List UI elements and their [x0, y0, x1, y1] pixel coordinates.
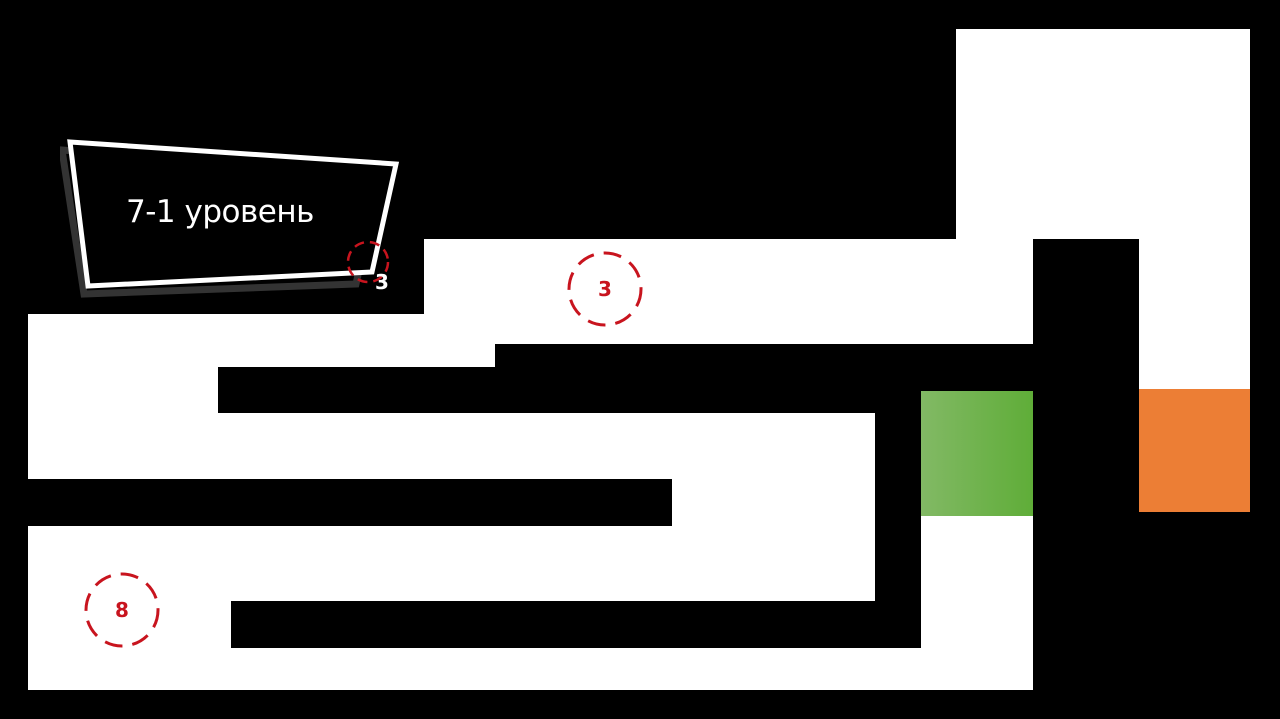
- marker-bottom-left[interactable]: 8: [84, 572, 160, 648]
- goal-tile-orange[interactable]: [1139, 389, 1250, 512]
- marker-top-label: 3: [598, 277, 612, 301]
- maze-corridor-bottom-right: [921, 516, 1033, 690]
- maze-corridor-left-upper: [28, 314, 218, 479]
- maze-corridor-upper: [424, 239, 1033, 344]
- maze-corridor-bottom: [28, 648, 1033, 690]
- badge-marker-label: 3: [375, 270, 389, 294]
- marker-bottom-left-label: 8: [115, 598, 129, 622]
- marker-top[interactable]: 3: [567, 251, 643, 327]
- badge-marker[interactable]: 3: [346, 240, 392, 294]
- maze-corridor-right-column: [1139, 29, 1250, 389]
- goal-tile-green[interactable]: [921, 391, 1033, 516]
- level-badge: 7-1 уровень: [60, 136, 405, 301]
- level-title: 7-1 уровень: [126, 194, 314, 230]
